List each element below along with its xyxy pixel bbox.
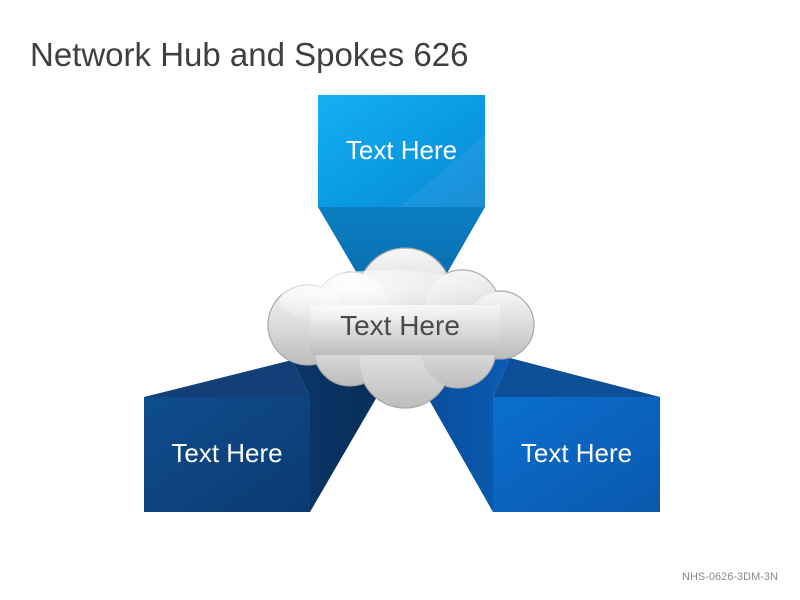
- page-title: Network Hub and Spokes 626: [30, 36, 469, 73]
- spoke-right: [428, 352, 660, 512]
- spoke-left: [144, 350, 378, 512]
- spoke-top-label: Text Here: [345, 135, 458, 165]
- spoke-top: [318, 95, 485, 275]
- spoke-right-label: Text Here: [520, 438, 633, 468]
- spoke-left-label: Text Here: [171, 438, 283, 468]
- hub-label: Text Here: [340, 310, 460, 341]
- slide-code: NHS-0626-3DM-3N: [682, 571, 778, 583]
- hub-cloud: [267, 247, 535, 409]
